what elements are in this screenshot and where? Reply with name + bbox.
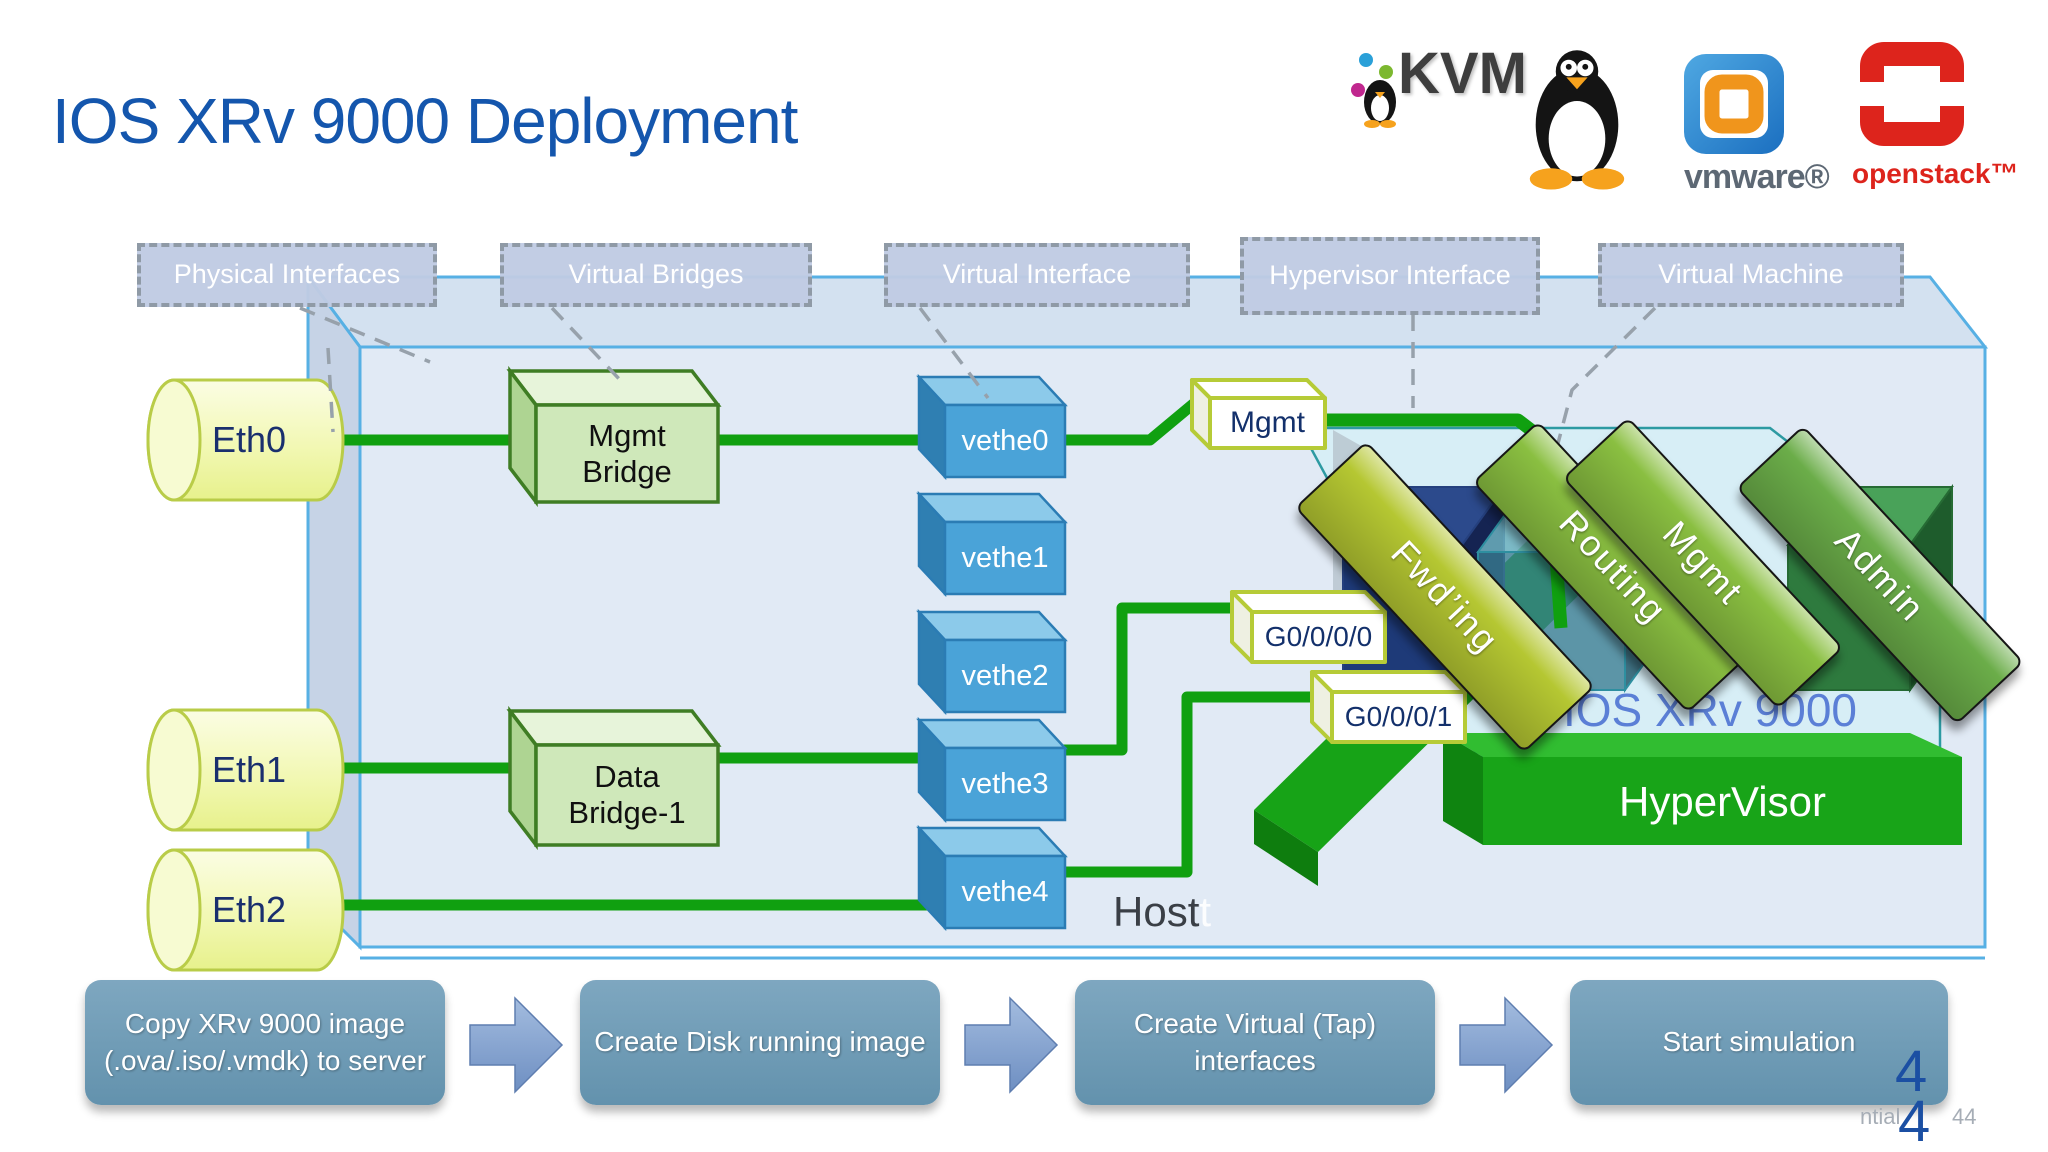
vethe4-box (916, 824, 1068, 932)
mgmt-tap-label: Mgmt (1230, 406, 1305, 439)
vethe3-box (916, 716, 1068, 824)
data-bridge-box (506, 705, 722, 851)
step3-line2: interfaces (1194, 1044, 1316, 1076)
step-start-simulation: Start simulation (1570, 980, 1948, 1105)
vm-name-label: IOS XRv 9000 (1562, 684, 1858, 736)
eth0-cylinder (146, 378, 345, 502)
eth0-label: Eth0 (211, 419, 287, 460)
page-number-in-box: 4 (1895, 1039, 1928, 1104)
step2-line1: Create Disk running image (594, 1026, 926, 1058)
step4-line1: Start simulation (1662, 1026, 1856, 1058)
layer-label-hypervisor-interface: Hypervisor Interface (1240, 237, 1540, 315)
step-copy-image: Copy XRv 9000 image (.ova/.iso/.vmdk) to… (85, 980, 445, 1105)
step-create-tap: Create Virtual (Tap) interfaces (1075, 980, 1435, 1105)
mgmt-bridge-label: Mgmt Bridge (536, 405, 718, 502)
step1-line2: (.ova/.iso/.vmdk) to server (103, 1044, 427, 1076)
openstack-logo-icon (1860, 42, 1964, 146)
g1-tap-label: G0/0/0/1 (1344, 701, 1453, 732)
kvm-logo-label: KVM (1398, 41, 1527, 106)
arrow-icon (1459, 996, 1554, 1094)
step-create-disk: Create Disk running image (580, 980, 940, 1105)
vethe2-box (916, 608, 1068, 716)
g1-tap-box (1310, 670, 1467, 744)
vethe3-label: vethe3 (961, 767, 1049, 800)
layer-label-virtual-bridges: Virtual Bridges (500, 243, 812, 307)
page-number-below: 4 (1898, 1089, 1931, 1152)
g0-tap-label: G0/0/0/0 (1264, 621, 1373, 652)
step3-line1: Create Virtual (Tap) (1133, 1008, 1377, 1040)
mgmt-bridge-line1: Mgmt (588, 417, 666, 453)
host-label: Hostt (1113, 888, 1211, 936)
vmware-logo-label: vmware® (1684, 158, 1830, 196)
eth2-cylinder (146, 848, 345, 972)
data-bridge-label: Data Bridge-1 (536, 745, 718, 845)
step1-line1: Copy XRv 9000 image (124, 1008, 406, 1040)
eth1-label: Eth1 (211, 749, 287, 790)
confidential-partial-text: ntial (1860, 1104, 1901, 1129)
g0-tap-box (1230, 590, 1387, 664)
eth1-cylinder (146, 708, 345, 832)
mgmt-tap-box (1190, 378, 1327, 450)
hypervisor-label: HyperVisor (1619, 778, 1826, 825)
link-vethe4-g1 (1063, 691, 1334, 878)
openstack-logo-label: openstack™ (1852, 158, 2019, 189)
data-bridge-line1: Data (594, 759, 660, 795)
kvm-penguin-icon (1351, 53, 1396, 128)
hypervisor-slab (1443, 733, 1962, 845)
host-label-text: Host (1113, 888, 1200, 935)
layer-label-physical-interfaces: Physical Interfaces (137, 243, 437, 307)
vethe1-box (916, 490, 1068, 598)
arrow-icon (964, 996, 1059, 1094)
arrow-icon (469, 996, 564, 1094)
layer-label-virtual-interface: Virtual Interface (884, 243, 1190, 307)
tux-icon (1529, 50, 1625, 190)
host-ghost-text: t (1199, 888, 1212, 935)
vethe0-label: vethe0 (961, 424, 1049, 457)
page-title: IOS XRv 9000 Deployment (52, 85, 798, 157)
layer-label-virtual-machine: Virtual Machine (1598, 243, 1904, 307)
vethe1-label: vethe1 (961, 541, 1049, 574)
vethe2-label: vethe2 (961, 659, 1049, 692)
link-vethe3-g0 (1063, 602, 1254, 756)
eth2-label: Eth2 (211, 889, 287, 930)
vethe0-box (916, 373, 1068, 481)
data-bridge-line2: Bridge-1 (568, 795, 686, 830)
vmware-logo-icon (1684, 54, 1784, 154)
vethe4-label: vethe4 (961, 875, 1049, 908)
mgmt-bridge-box (506, 365, 722, 508)
mgmt-bridge-line2: Bridge (582, 453, 672, 489)
flow-arrows (469, 996, 1554, 1094)
slide-number: 44 (1952, 1104, 1977, 1129)
